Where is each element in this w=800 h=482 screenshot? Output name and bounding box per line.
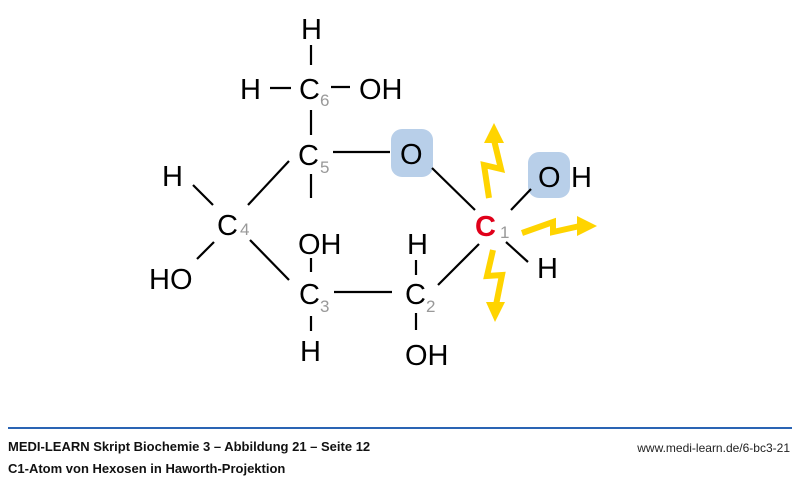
c3-symbol: C xyxy=(299,279,320,311)
footer-divider xyxy=(8,427,792,429)
footer-url[interactable]: www.medi-learn.de/6-bc3-21 xyxy=(637,441,790,455)
c5-index: 5 xyxy=(320,158,329,177)
bond-c2-c1 xyxy=(437,243,480,286)
bond-c4-h xyxy=(192,184,214,206)
ring-oxygen-highlight xyxy=(391,129,433,177)
arrow-head-up xyxy=(484,123,504,143)
arrow-head-right xyxy=(577,216,597,236)
c6-index: 6 xyxy=(320,91,329,110)
c4-oh: HO xyxy=(149,264,193,296)
c3-h: H xyxy=(300,336,321,368)
bond-c1-h xyxy=(505,241,529,263)
c2-index: 2 xyxy=(426,297,435,316)
c2-symbol: C xyxy=(405,279,426,311)
lightning-arrow-up xyxy=(480,139,506,199)
c1-oxygen-highlight xyxy=(528,152,570,198)
c1-h: H xyxy=(537,253,558,285)
c4-h: H xyxy=(162,161,183,193)
c6-h-left: H xyxy=(240,74,261,106)
ring-oxygen: O xyxy=(400,139,423,171)
reactivity-arrows xyxy=(480,123,597,322)
lightning-arrow-right xyxy=(520,217,581,236)
bond-c1-oh xyxy=(510,188,532,211)
c1-oxygen: O xyxy=(538,162,561,194)
c1-index: 1 xyxy=(500,223,509,242)
bond-c4-oh xyxy=(196,241,215,260)
c1-symbol: C xyxy=(475,211,496,243)
c4-symbol: C xyxy=(217,210,238,242)
c3-index: 3 xyxy=(320,297,329,316)
c4-index: 4 xyxy=(240,220,249,239)
bond-c4-c3 xyxy=(249,239,290,281)
bonds xyxy=(192,45,532,331)
bond-o-c1 xyxy=(431,167,476,211)
c5-symbol: C xyxy=(298,140,319,172)
footer-title: MEDI-LEARN Skript Biochemie 3 – Abbildun… xyxy=(8,439,371,454)
c6-h-top: H xyxy=(301,14,322,46)
c3-oh: OH xyxy=(298,229,342,261)
bond-c5-c4 xyxy=(247,160,290,206)
atoms: H H C 6 OH C 5 O H C 4 HO OH C 3 H H C 2… xyxy=(149,14,592,372)
c2-h: H xyxy=(407,229,428,261)
c6-symbol: C xyxy=(299,74,320,106)
c1-oh-hydrogen: H xyxy=(571,162,592,194)
c2-oh: OH xyxy=(405,340,449,372)
arrow-head-down xyxy=(486,302,505,322)
c6-oh: OH xyxy=(359,74,403,106)
lightning-arrow-down xyxy=(483,249,506,306)
footer-subtitle: C1-Atom von Hexosen in Haworth-Projektio… xyxy=(8,461,286,476)
